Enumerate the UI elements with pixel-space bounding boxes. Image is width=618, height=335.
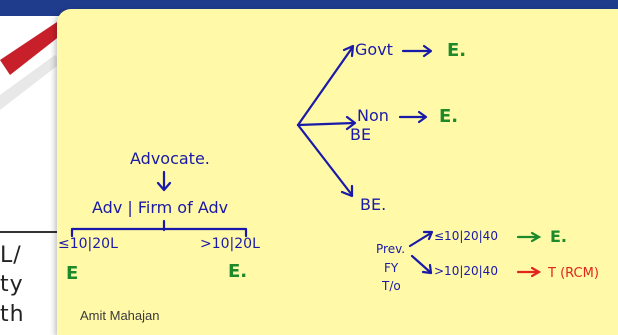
node-govt: Govt [355,40,393,59]
prev-fy-label: FY [384,261,399,275]
prev-arrow-upper-head [422,230,434,241]
right-result: E. [228,261,247,282]
prev-upper-condition: >10|20|40 [434,264,498,278]
arrow-right-head [417,110,428,124]
fan-arrow-govt [296,46,354,127]
arrow-right-head [530,266,542,278]
fan-arrow-non-be-head [345,115,357,131]
node-be: BE. [360,195,386,214]
fan-arrow-be [296,123,354,197]
fan-arrow-govt-head [342,44,355,58]
arrow-right-head [422,44,433,58]
node-non: Non [357,106,389,125]
author-watermark: Amit Mahajan [80,308,160,323]
slide-decoration [0,20,70,110]
left-condition: ≤10|20L [58,236,118,252]
prev-arrow-lower [410,254,432,274]
branch-bracket [70,227,248,238]
right-condition: >10|20L [200,236,260,252]
prev-fy-label: T/o [381,279,401,293]
slide-text-fragment: ty [0,272,24,297]
slide-text-fragment: L/ [0,243,22,268]
slide-text-fragment: th [0,302,25,327]
arrow-down-head [156,181,172,192]
fan-arrow-non-be [296,121,356,127]
fan-arrow-be-head [340,184,354,198]
prev-fy-label: Prev. [376,242,405,256]
node-advocate: Advocate. [130,149,210,168]
prev-upper-result: T (RCM) [547,266,599,281]
prev-arrow-lower-head [421,263,433,275]
arrow-right-head [530,231,542,243]
annotation-panel [57,9,618,335]
node-be-sub: BE [350,125,371,144]
prev-arrow-upper [408,231,433,248]
non-be-result: E. [439,106,458,127]
left-result: E [66,263,78,284]
prev-lower-condition: ≤10|20|40 [434,229,498,243]
slide-rule [0,231,60,233]
govt-result: E. [447,40,466,61]
prev-lower-result: E. [550,227,567,246]
node-adv-firm: Adv | Firm of Adv [92,198,228,217]
